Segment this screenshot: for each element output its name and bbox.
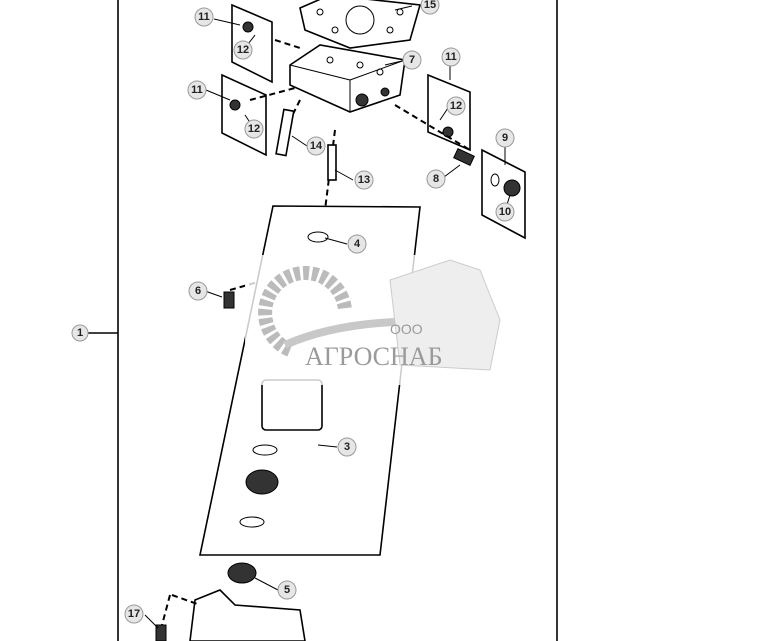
plug-panel-right [427, 73, 471, 152]
gasket-15 [299, 0, 422, 49]
callout-12: 12 [233, 40, 253, 60]
callout-4: 4 [347, 234, 367, 254]
callout-11: 11 [187, 80, 207, 100]
callout-5: 5 [277, 580, 297, 600]
svg-text:12: 12 [450, 100, 462, 112]
callout-17: 17 [124, 604, 144, 624]
callout-3: 3 [337, 437, 357, 457]
svg-text:3: 3 [344, 441, 350, 453]
callout-6: 6 [188, 281, 208, 301]
svg-text:15: 15 [424, 0, 436, 11]
svg-text:5: 5 [284, 584, 290, 596]
callout-13: 13 [354, 170, 374, 190]
callout-8: 8 [426, 169, 446, 189]
svg-text:12: 12 [248, 123, 260, 135]
screw-17 [155, 624, 167, 641]
callout-12: 12 [244, 119, 264, 139]
plug-panel-9 [481, 148, 526, 240]
watermark-prefix: ООО [390, 321, 423, 337]
callout-9: 9 [495, 128, 515, 148]
svg-text:1: 1 [77, 327, 83, 339]
plug-icon [229, 99, 241, 111]
bolt-14 [275, 108, 295, 157]
callout-1: 1 [71, 324, 89, 342]
svg-text:13: 13 [358, 174, 370, 186]
svg-text:17: 17 [128, 608, 140, 620]
svg-text:9: 9 [502, 132, 508, 144]
plug-icon [442, 126, 454, 138]
callout-12: 12 [446, 96, 466, 116]
fitting-8 [453, 148, 475, 166]
cartridge-3 [261, 379, 323, 431]
callout-10: 10 [495, 202, 515, 222]
watermark-name: АГРОСНАБ [305, 342, 443, 371]
callout-14: 14 [306, 136, 326, 156]
callout-11: 11 [194, 7, 214, 27]
callout-7: 7 [402, 50, 422, 70]
callout-15: 15 [420, 0, 440, 15]
agrosnab-watermark-logo: ООО АГРОСНАБ [245, 255, 535, 385]
svg-text:10: 10 [499, 206, 511, 218]
plug-icon [242, 21, 254, 33]
housing [189, 589, 306, 641]
svg-text:12: 12 [237, 44, 249, 56]
plug-panel-lower-left [221, 73, 267, 157]
svg-text:7: 7 [409, 54, 415, 66]
callout-11: 11 [441, 47, 461, 67]
svg-text:4: 4 [354, 238, 361, 250]
plug-panel-upper-left [231, 3, 273, 84]
svg-text:8: 8 [433, 173, 439, 185]
screw-6 [223, 291, 235, 309]
svg-text:11: 11 [191, 84, 203, 96]
svg-text:14: 14 [310, 140, 323, 152]
nut-5 [227, 562, 257, 584]
svg-text:11: 11 [445, 51, 457, 63]
fitting-13 [327, 144, 337, 181]
seal-ring [245, 469, 279, 495]
svg-text:11: 11 [198, 11, 210, 23]
plug-10-icon [503, 179, 521, 197]
svg-text:6: 6 [195, 285, 201, 297]
valve-block-7 [289, 44, 406, 113]
